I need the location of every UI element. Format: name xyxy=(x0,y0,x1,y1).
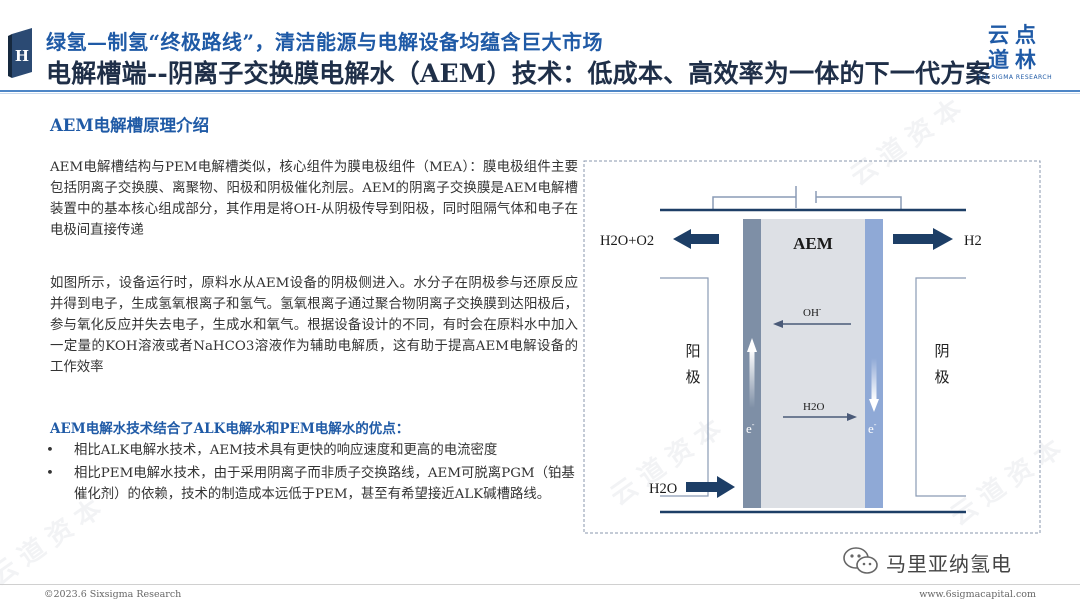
electron-label-anode: e- xyxy=(746,420,755,436)
electron-arrowhead-down xyxy=(869,399,879,412)
left-output-label: H2O+O2 xyxy=(600,233,654,249)
electron-label-cathode: e- xyxy=(868,420,877,436)
section-title: AEM电解槽原理介绍 xyxy=(50,116,210,135)
header-divider xyxy=(0,90,1080,92)
hydrogen-book-icon: H xyxy=(8,28,32,78)
hydroxide-label: OH- xyxy=(803,305,822,319)
membrane-label: AEM xyxy=(793,234,833,253)
list-item: • 相比PEM电解水技术，由于采用阴离子而非质子交换路线，AEM可脱离PGM（铂基… xyxy=(44,463,584,505)
wechat-account-name: 马里亚纳氢电 xyxy=(886,552,1012,576)
right-output-label: H2 xyxy=(964,233,982,249)
header-divider-light xyxy=(0,93,1080,94)
cathode-label-bottom: 极 xyxy=(934,369,949,386)
logo-text-bottom: 道林 xyxy=(988,47,1042,72)
electron-arrow-up xyxy=(749,350,755,408)
left-outlet-arrow xyxy=(673,229,719,249)
wechat-attribution: 马里亚纳氢电 xyxy=(842,546,1011,576)
advantages-list: • 相比ALK电解水技术，AEM技术具有更快的响应速度和更高的电流密度 • 相比PE… xyxy=(44,440,584,507)
list-item: • 相比ALK电解水技术，AEM技术具有更快的响应速度和更高的电流密度 xyxy=(44,440,584,461)
advantage-text: 相比ALK电解水技术，AEM技术具有更快的响应速度和更高的电流密度 xyxy=(74,443,498,458)
water-inlet-arrow xyxy=(686,476,735,498)
circuit-wire-right xyxy=(816,196,902,209)
bullet-dot: • xyxy=(46,466,54,481)
cathode-chamber-outline xyxy=(915,277,966,497)
advantage-text: 相比PEM电解水技术，由于采用阴离子而非质子交换路线，AEM可脱离PGM（铂基催… xyxy=(74,466,575,502)
footer-copyright: ©2023.6 Sixsigma Research xyxy=(44,589,182,600)
hydroxide-arrowhead xyxy=(773,320,783,328)
aem-electrolyzer-diagram: AEM H2O+O2 H2 阳 极 阴 极 OH- H2O e- e- H2O xyxy=(583,160,1041,534)
cathode-label-top: 阴 xyxy=(934,343,949,360)
right-outlet-arrow xyxy=(893,228,953,250)
water-inlet-label: H2O xyxy=(649,481,677,497)
circuit-wire-left xyxy=(712,196,796,209)
water-label: H2O xyxy=(803,401,824,413)
logo-text-en: SIX SIGMA RESEARCH xyxy=(977,74,1053,81)
footer-website[interactable]: www.6sigmacapital.com xyxy=(919,589,1036,600)
bullet-dot: • xyxy=(46,443,54,458)
logo-text-top: 云点 xyxy=(988,22,1042,47)
anode-chamber-outline xyxy=(660,277,709,497)
water-arrowhead xyxy=(847,413,857,421)
electron-arrow-down xyxy=(871,358,877,400)
electron-arrowhead-up xyxy=(747,338,757,352)
diagram-frame xyxy=(583,160,1041,534)
wechat-icon xyxy=(843,547,878,574)
aem-membrane xyxy=(761,219,865,508)
paragraph-process: 如图所示，设备运行时，原料水从AEM设备的阴极侧进入。水分子在阴极参与还原反应并… xyxy=(50,276,578,375)
page-title: 电解槽端--阴离子交换膜电解水（AEM）技术：低成本、高效率为一体的下一代方案 xyxy=(46,59,991,88)
hydrogen-letter: H xyxy=(15,47,29,65)
advantages-title: AEM电解水技术结合了ALK电解水和PEM电解水的优点： xyxy=(50,421,410,437)
footer-divider xyxy=(0,584,1080,585)
header-topic: 绿氢—制氢“终极路线”，清洁能源与电解设备均蕴含巨大市场 xyxy=(46,30,604,54)
paragraph-mea: AEM电解槽结构与PEM电解槽类似，核心组件为膜电极组件（MEA）：膜电极组件主… xyxy=(50,160,578,238)
anode-label-bottom: 极 xyxy=(685,369,700,386)
sixsigma-logo: 云点 道林 SIX SIGMA RESEARCH xyxy=(975,22,1055,92)
anode-label-top: 阳 xyxy=(685,343,700,360)
